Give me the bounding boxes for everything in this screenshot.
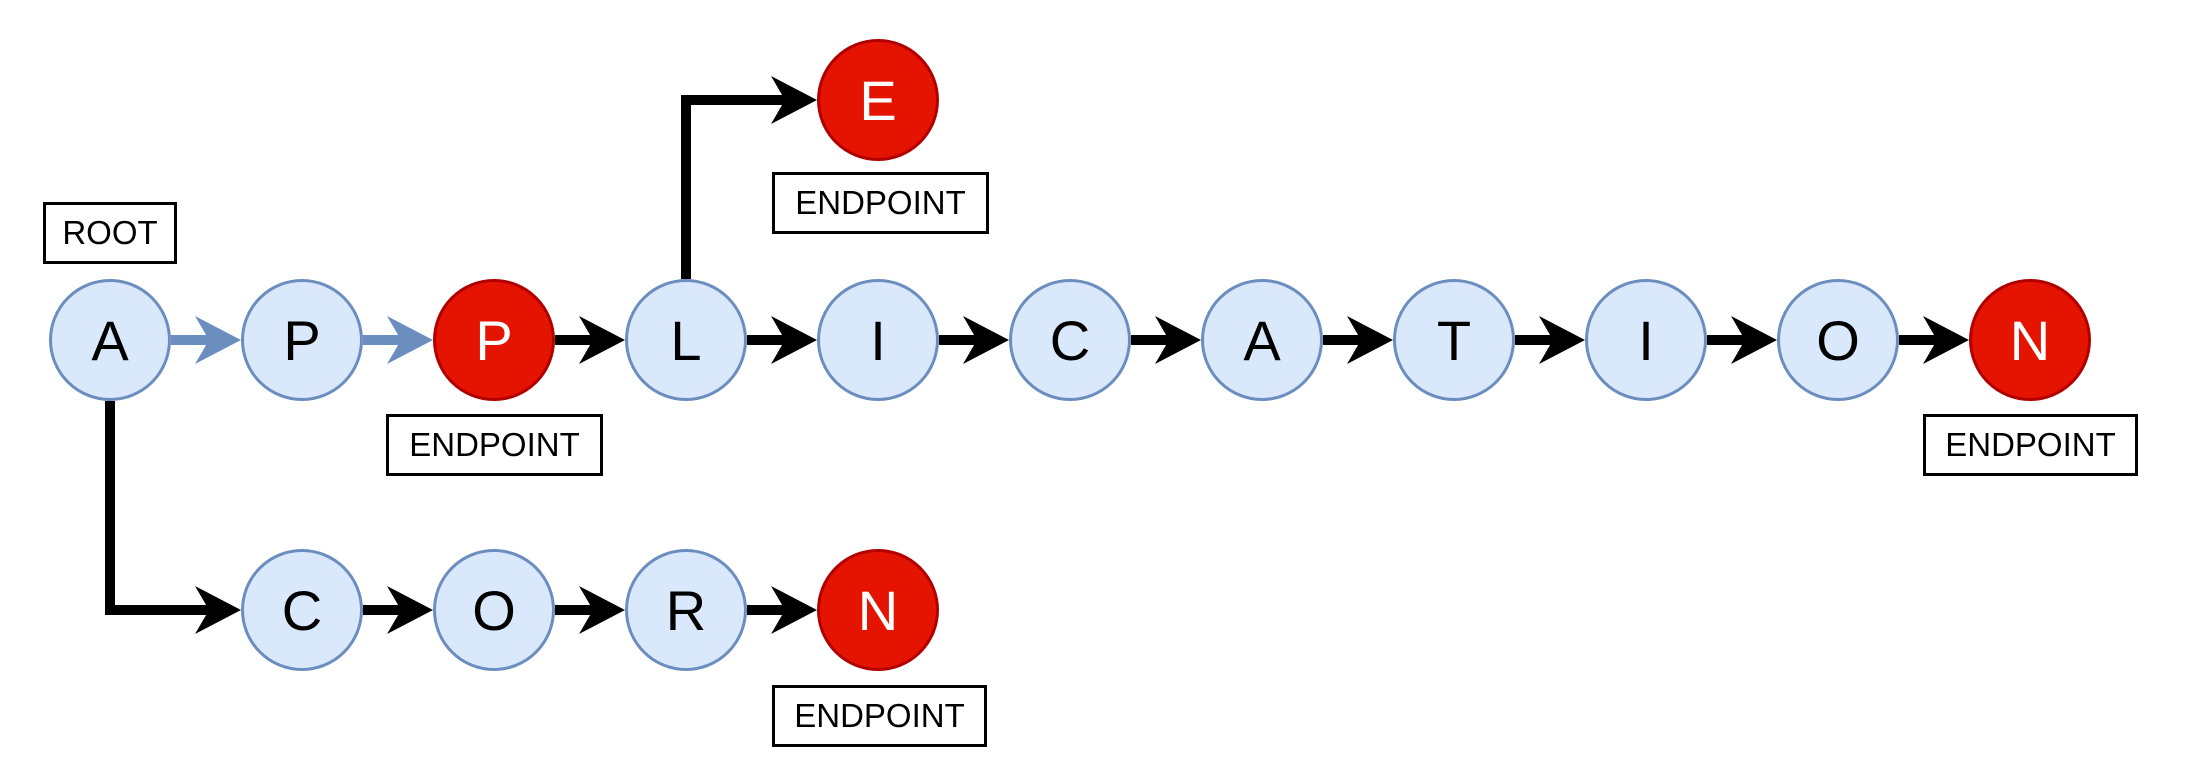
trie-node-t: T (1393, 279, 1515, 401)
arrowhead-icon (1923, 316, 1969, 364)
arrowhead-icon (1539, 316, 1585, 364)
edge-n0-c1 (105, 401, 211, 615)
trie-node-o: O (1777, 279, 1899, 401)
root-label: ROOT (43, 202, 177, 264)
trie-node-a: A (1201, 279, 1323, 401)
arrowhead-icon (579, 586, 625, 634)
trie-node-l: L (625, 279, 747, 401)
edge-n3-e1 (681, 95, 787, 279)
trie-node-i: I (1585, 279, 1707, 401)
trie-node-c: C (241, 549, 363, 671)
arrowhead-icon (771, 316, 817, 364)
root-node-a: A (49, 279, 171, 401)
arrowhead-icon (963, 316, 1009, 364)
endpoint-label-application: ENDPOINT (1923, 414, 2138, 476)
endpoint-node-n: N (1969, 279, 2091, 401)
arrowhead-icon (387, 586, 433, 634)
endpoint-node-p: P (433, 279, 555, 401)
arrowhead-icon (771, 586, 817, 634)
endpoint-node-n: N (817, 549, 939, 671)
trie-node-o: O (433, 549, 555, 671)
arrowhead-icon (771, 76, 817, 124)
trie-node-r: R (625, 549, 747, 671)
endpoint-node-e: E (817, 39, 939, 161)
arrowhead-icon (1155, 316, 1201, 364)
arrowhead-icon (387, 316, 433, 364)
arrowhead-icon (195, 586, 241, 634)
arrowhead-icon (195, 316, 241, 364)
endpoint-label-app: ENDPOINT (386, 414, 603, 476)
edges-layer (105, 76, 1969, 634)
trie-node-i: I (817, 279, 939, 401)
trie-node-p: P (241, 279, 363, 401)
arrowhead-icon (1347, 316, 1393, 364)
endpoint-label-apple: ENDPOINT (772, 172, 989, 234)
arrowhead-icon (579, 316, 625, 364)
trie-node-c: C (1009, 279, 1131, 401)
endpoint-label-acorn: ENDPOINT (772, 685, 987, 747)
arrowhead-icon (1731, 316, 1777, 364)
